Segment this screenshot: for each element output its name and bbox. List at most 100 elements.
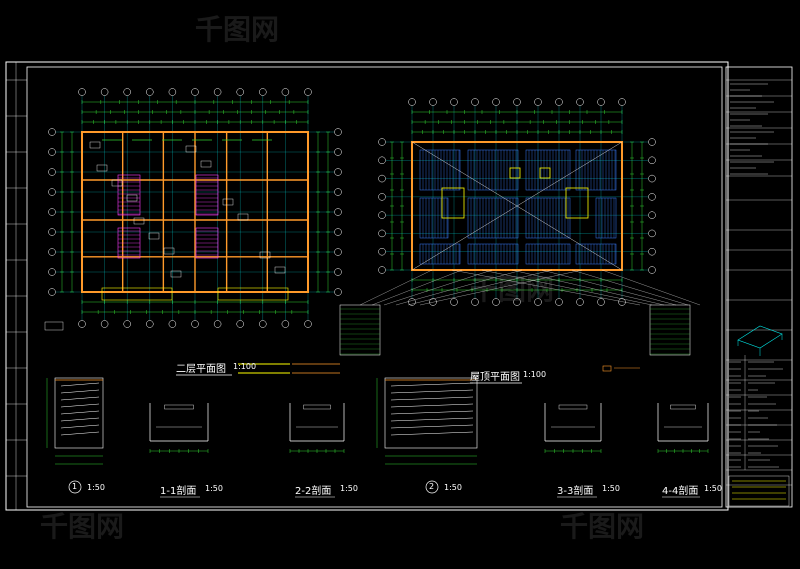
sheet-inner-frame bbox=[26, 66, 723, 508]
stair bbox=[195, 174, 219, 216]
plan-right-title: 屋顶平面图 bbox=[470, 372, 520, 383]
fixture bbox=[133, 217, 145, 225]
grid-axis-bubble bbox=[100, 320, 109, 328]
leader-line bbox=[451, 269, 641, 306]
stair-section-tread bbox=[60, 431, 100, 436]
grid-axis-bubble bbox=[450, 298, 458, 306]
fixture bbox=[200, 160, 212, 168]
plan-left-scale: 1:100 bbox=[233, 362, 257, 371]
leader-line bbox=[571, 269, 689, 306]
stair-section-tread bbox=[60, 403, 100, 408]
grid-axis-bubble bbox=[597, 298, 605, 306]
detail-1-number: 1 bbox=[72, 482, 78, 491]
roof-panel bbox=[525, 197, 571, 239]
fixture bbox=[126, 194, 138, 202]
fixture bbox=[148, 232, 160, 240]
roof-ridge bbox=[516, 141, 623, 207]
section-3-scale: 1:50 bbox=[602, 484, 620, 493]
fixture bbox=[222, 198, 234, 206]
watermark-top: 千图网 bbox=[195, 13, 280, 46]
grid-axis-bubble bbox=[450, 98, 458, 106]
grid-axis-bubble bbox=[408, 98, 416, 106]
skylight bbox=[539, 167, 551, 179]
grid-axis-bubble bbox=[576, 98, 584, 106]
balcony bbox=[217, 287, 289, 301]
plan-right-scale: 1:100 bbox=[523, 370, 547, 379]
grid-axis-bubble bbox=[191, 88, 199, 96]
grid-axis-bubble bbox=[123, 320, 131, 328]
grid-axis-bubble bbox=[78, 320, 86, 328]
roof-ridge bbox=[411, 205, 518, 271]
title-block bbox=[725, 66, 793, 508]
grid-axis-bubble bbox=[146, 88, 154, 96]
roof-ridge bbox=[411, 141, 518, 207]
grid-axis-bubble bbox=[259, 320, 267, 328]
legend-swatch bbox=[602, 365, 612, 372]
grid-axis-bubble bbox=[168, 88, 177, 96]
grid-axis-bubble bbox=[597, 98, 605, 106]
leader-line bbox=[407, 269, 553, 306]
fixture bbox=[89, 141, 101, 149]
grid-axis-bubble bbox=[378, 211, 386, 219]
grid-axis-bubble bbox=[48, 248, 56, 256]
grid-axis-bubble bbox=[304, 320, 312, 328]
grid-axis-bubble bbox=[168, 320, 177, 328]
detail-2-scale: 1:50 bbox=[444, 483, 462, 492]
skylight bbox=[565, 187, 589, 219]
sheet-outer-frame bbox=[5, 61, 729, 511]
grid-axis-bubble bbox=[334, 188, 342, 196]
grid-axis-bubble bbox=[378, 156, 386, 165]
fixture bbox=[237, 213, 249, 221]
grid-axis-bubble bbox=[648, 211, 656, 219]
grid-axis-bubble bbox=[146, 320, 154, 328]
stair-section-tread bbox=[390, 417, 474, 422]
grid-axis-bubble bbox=[123, 88, 131, 96]
grid-axis-bubble bbox=[236, 88, 244, 96]
stair-section-tread bbox=[390, 431, 474, 436]
stair-section-tread bbox=[390, 396, 474, 401]
grid-axis-bubble bbox=[334, 208, 342, 216]
watermark-bottom-left: 千图网 bbox=[40, 510, 125, 543]
section-beam bbox=[164, 404, 194, 410]
balcony bbox=[101, 287, 173, 301]
stair-section-tread bbox=[60, 389, 100, 394]
grid-axis-bubble bbox=[534, 298, 542, 306]
fixture bbox=[274, 266, 286, 274]
plan-left-title: 二层平面图 bbox=[176, 364, 226, 375]
grid-axis-bubble bbox=[100, 88, 109, 96]
stair-section-tread bbox=[60, 396, 100, 401]
fixture bbox=[163, 247, 175, 255]
side-detail bbox=[339, 304, 381, 356]
grid-axis-bubble bbox=[48, 228, 56, 236]
leader-line bbox=[359, 269, 433, 306]
section-beam bbox=[558, 404, 588, 410]
section-4-label: 4-4剖面 bbox=[662, 486, 699, 497]
roof-panel bbox=[467, 197, 519, 239]
section-1-label: 1-1剖面 bbox=[160, 486, 197, 497]
grid-axis-bubble bbox=[48, 188, 56, 196]
stair-section-tread bbox=[390, 403, 474, 408]
grid-axis-bubble bbox=[48, 208, 56, 216]
fixture bbox=[259, 251, 271, 259]
stair-section-tread bbox=[390, 424, 474, 429]
grid-axis-bubble bbox=[236, 320, 244, 328]
leader-line bbox=[541, 269, 677, 306]
grid-axis-bubble bbox=[513, 298, 521, 306]
grid-axis-bubble bbox=[48, 148, 56, 156]
section-beam bbox=[670, 404, 696, 410]
detail-number-circle bbox=[425, 480, 439, 494]
grid-axis-bubble bbox=[492, 98, 500, 106]
roof-panel bbox=[525, 243, 571, 265]
grid-axis-bubble bbox=[648, 174, 656, 183]
grid-axis-bubble bbox=[429, 98, 437, 106]
grid-axis-bubble bbox=[648, 247, 656, 256]
grid-axis-bubble bbox=[378, 174, 386, 183]
fixture bbox=[170, 270, 182, 278]
grid-axis-bubble bbox=[281, 320, 290, 328]
leader-line bbox=[601, 269, 701, 306]
grid-axis-bubble bbox=[48, 268, 56, 276]
grid-axis-bubble bbox=[471, 98, 479, 106]
grid-axis-bubble bbox=[334, 228, 342, 236]
grid-axis-bubble bbox=[429, 298, 437, 306]
